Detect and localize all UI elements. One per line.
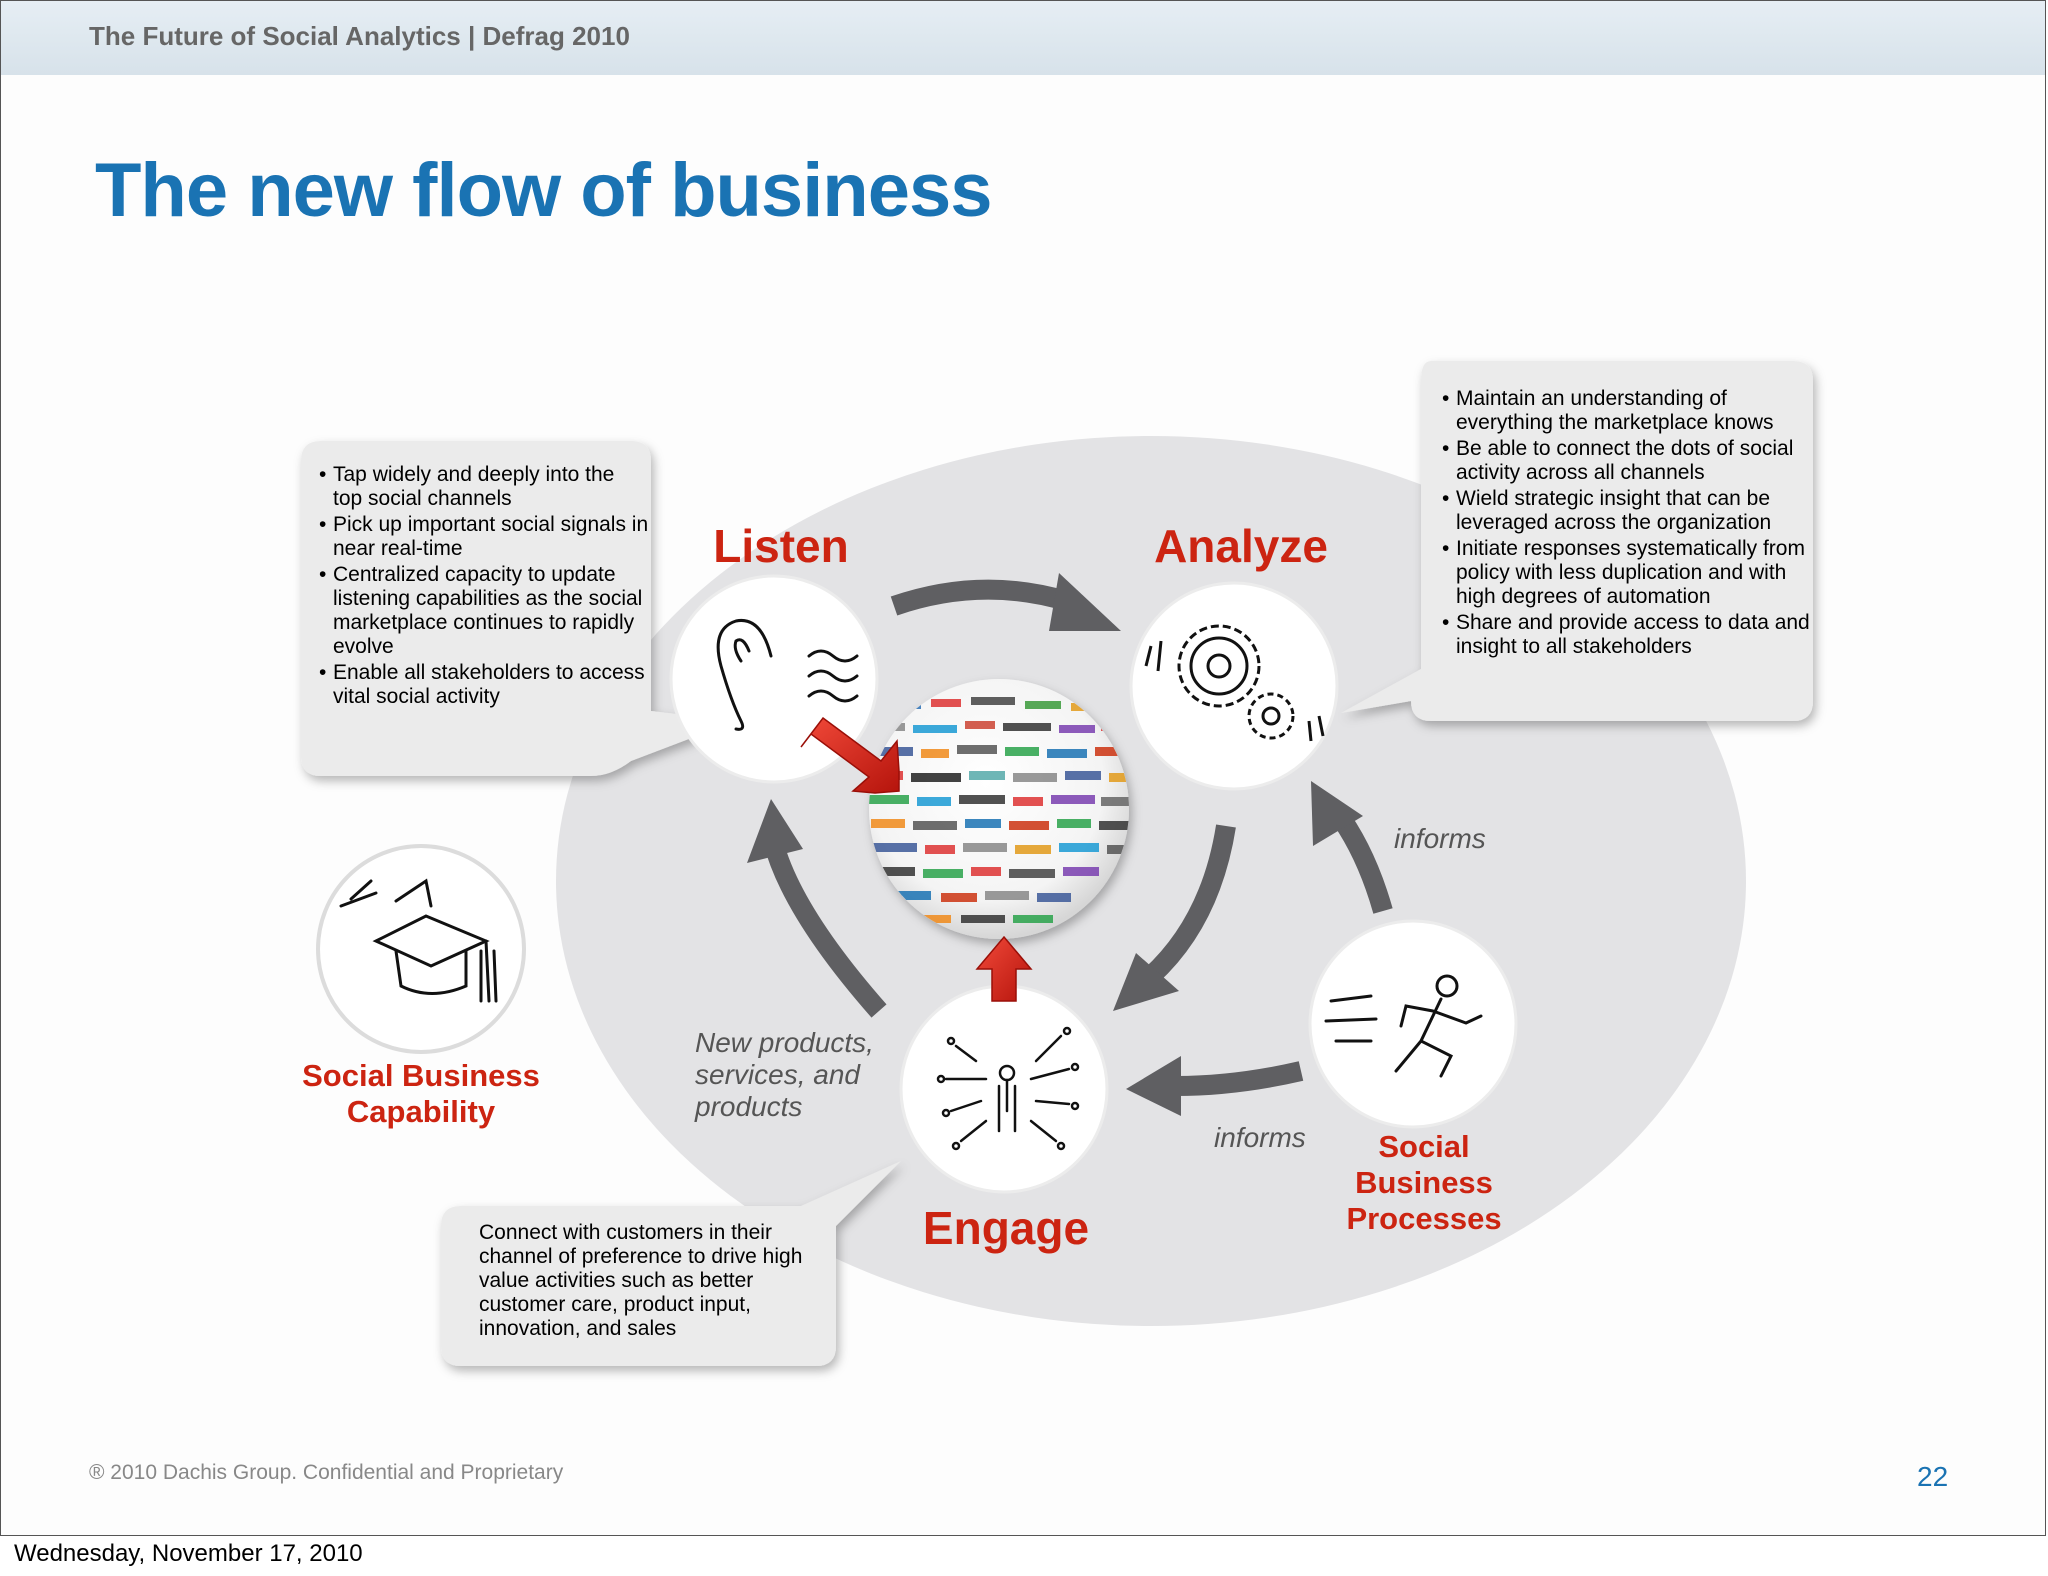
arrowhead-engage [1113,953,1179,1011]
capability-label: Social Business Capability [302,1058,540,1129]
listen-label: Listen [713,520,849,572]
analyze-label: Analyze [1154,520,1328,572]
analyze-bullet: Initiate responses systematically from p… [1442,537,1814,609]
red-arrows [800,716,1033,1002]
informs-bottom-label: informs [1214,1122,1306,1153]
flow-arrowheads [747,573,1363,1116]
analyze-bullet: Maintain an understanding of everything … [1442,387,1814,435]
new-products-label: New products, services, and products [695,1027,874,1122]
page-number: 22 [1917,1461,1949,1492]
analyze-bullet: Be able to connect the dots of social ac… [1442,437,1814,485]
flow-arrows [763,579,1393,1096]
red-arrow-to-listen [800,716,900,794]
analyze-bullet: Wield strategic insight that can be leve… [1442,487,1814,535]
flow-diagram [301,361,1813,1366]
gears-icon [1144,624,1325,742]
running-man-icon [1324,974,1483,1078]
print-date: Wednesday, November 17, 2010 [14,1540,363,1567]
engage-bubble-text: Connect with customers in their channel … [479,1221,803,1340]
listen-bullet: Centralized capacity to update listening… [319,563,649,659]
listen-bullet: Enable all stakeholders to access vital … [319,661,649,709]
graduation-cap-icon [339,878,498,1003]
arrowhead-listen [747,799,803,863]
engage-label: Engage [922,1202,1090,1254]
person-broadcast-icon [936,1026,1080,1151]
analyze-bullet: Share and provide access to data and ins… [1442,611,1814,659]
analyze-bubble: Maintain an understanding of everything … [1442,387,1814,661]
header-text: The Future of Social Analytics | Defrag … [89,21,630,51]
informs-top-label: informs [1394,823,1486,854]
analyze-circle [1129,581,1339,791]
arrow-listen-to-analyze [890,579,1069,616]
arrowhead-engage-informs [1126,1056,1181,1116]
social-logos-sphere-icon [869,679,1129,939]
slide: The Future of Social Analytics | Defrag … [0,0,2046,1536]
red-arrow-to-sphere [975,935,1033,1002]
listen-bullet: Pick up important social signals in near… [319,513,649,561]
slide-title: The new flow of business [95,148,993,233]
capability-circle [316,844,526,1054]
ear-icon [716,618,859,731]
arrow-engage-to-listen [763,838,887,1018]
copyright: ® 2010 Dachis Group. Confidential and Pr… [89,1461,564,1484]
arrow-processes-to-engage [1175,1061,1304,1096]
engage-circle [899,984,1109,1194]
processes-circle [1308,919,1518,1129]
arrowhead-analyze [1049,573,1121,631]
engage-bubble: Connect with customers in their channel … [479,1221,829,1341]
engage-bubble-shape [441,1161,901,1366]
listen-bullet: Tap widely and deeply into the top socia… [319,463,649,511]
processes-label: Social Business Processes [1346,1129,1502,1236]
arrowhead-analyze-informs [1311,781,1363,846]
header-band: The Future of Social Analytics | Defrag … [1,1,2045,75]
arrow-analyze-to-engage [1144,824,1236,984]
listen-bubble: Tap widely and deeply into the top socia… [319,463,649,711]
